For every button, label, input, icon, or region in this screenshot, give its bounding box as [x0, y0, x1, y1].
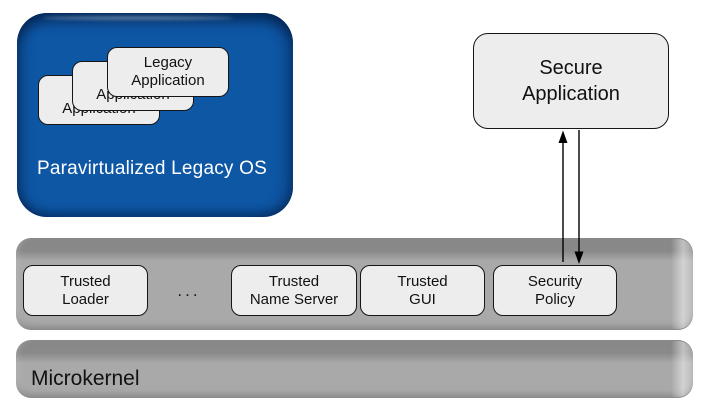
microkernel-block: Microkernel — [16, 340, 693, 398]
legacy-os-label: Paravirtualized Legacy OS — [37, 158, 267, 179]
trusted-gui-box: Trusted GUI — [360, 265, 485, 316]
paravirtualized-legacy-os-block: Legacy Application Legacy Application Le… — [17, 13, 293, 217]
secure-application-box: Secure Application — [473, 33, 669, 129]
trusted-name-server-box: Trusted Name Server — [231, 265, 357, 316]
legacy-application-box-front: Legacy Application — [107, 47, 229, 97]
trusted-services-layer: Trusted Loader ... Trusted Name Server T… — [16, 238, 693, 330]
microkernel-label: Microkernel — [31, 367, 140, 390]
security-policy-box: Security Policy — [493, 265, 617, 316]
trusted-loader-box: Trusted Loader — [23, 265, 148, 316]
services-ellipsis: ... — [177, 280, 201, 300]
